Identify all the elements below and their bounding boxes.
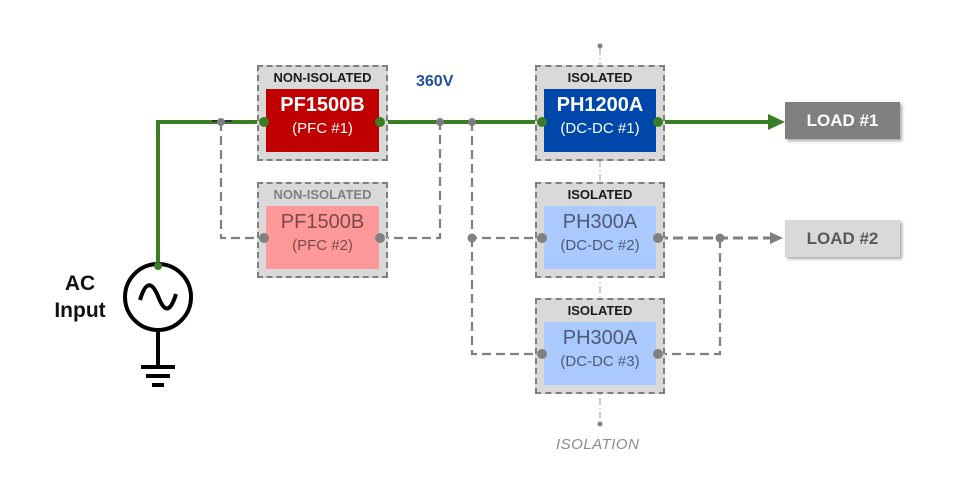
module-body: PH1200A (DC-DC #1): [544, 89, 656, 152]
module-part-number: PH1200A: [556, 94, 644, 116]
wire-ac-to-pfc1: [156, 120, 264, 267]
module-part-number: PH300A: [562, 327, 638, 349]
junction-dot: [715, 233, 725, 243]
module-part-number: PF1500B: [280, 211, 365, 233]
arrow-load2: [770, 232, 783, 244]
ac-input-label-line2: Input: [54, 299, 106, 322]
wire-dcdc3-output: [658, 238, 722, 356]
wire-dcdc2-input: [470, 122, 542, 240]
module-body: PH300A (DC-DC #2): [544, 206, 656, 269]
isolation-boundary-bottom-dot: [597, 421, 603, 427]
ac-input-label: AC Input: [40, 270, 120, 324]
bus-voltage-label: 360V: [416, 73, 454, 90]
ac-source-icon: [123, 262, 193, 366]
isolation-label: ISOLATION: [556, 436, 640, 453]
module-dcdc2[interactable]: ISOLATED PH300A (DC-DC #2): [535, 182, 665, 278]
wire-pfc2-input: [219, 122, 264, 240]
module-role: (PFC #2): [292, 237, 353, 254]
module-dcdc1[interactable]: ISOLATED PH1200A (DC-DC #1): [535, 65, 665, 161]
ac-input-label-line1: AC: [64, 272, 96, 295]
module-dcdc3[interactable]: ISOLATED PH300A (DC-DC #3): [535, 298, 665, 394]
module-role: (PFC #1): [292, 120, 353, 137]
load-1-box[interactable]: LOAD #1: [785, 102, 900, 139]
module-part-number: PH300A: [562, 211, 638, 233]
module-tag: NON-ISOLATED: [273, 70, 372, 85]
module-pfc1[interactable]: NON-ISOLATED PF1500B (PFC #1): [257, 65, 388, 161]
junction-dot: [467, 233, 477, 243]
module-tag: ISOLATED: [567, 70, 633, 85]
isolation-boundary-top-dot: [597, 43, 603, 49]
module-body: PF1500B (PFC #2): [266, 206, 379, 269]
ground-icon: [141, 365, 175, 387]
module-role: (DC-DC #2): [560, 237, 640, 254]
junction-dot: [217, 118, 225, 126]
junction-dot: [468, 118, 476, 126]
module-pfc2[interactable]: NON-ISOLATED PF1500B (PFC #2): [257, 182, 388, 278]
arrow-load1: [768, 114, 785, 130]
module-tag: ISOLATED: [567, 303, 633, 318]
junction-dot: [436, 118, 444, 126]
module-tag: ISOLATED: [567, 187, 633, 202]
module-role: (DC-DC #3): [560, 353, 640, 370]
module-part-number: PF1500B: [280, 94, 365, 116]
module-role: (DC-DC #1): [560, 120, 640, 137]
wire-pfc2-output: [380, 122, 442, 240]
wire-dcdc3-input: [470, 238, 542, 356]
module-body: PF1500B (PFC #1): [266, 89, 379, 152]
load-2-box[interactable]: LOAD #2: [785, 220, 900, 257]
module-body: PH300A (DC-DC #3): [544, 322, 656, 385]
module-tag: NON-ISOLATED: [273, 187, 372, 202]
